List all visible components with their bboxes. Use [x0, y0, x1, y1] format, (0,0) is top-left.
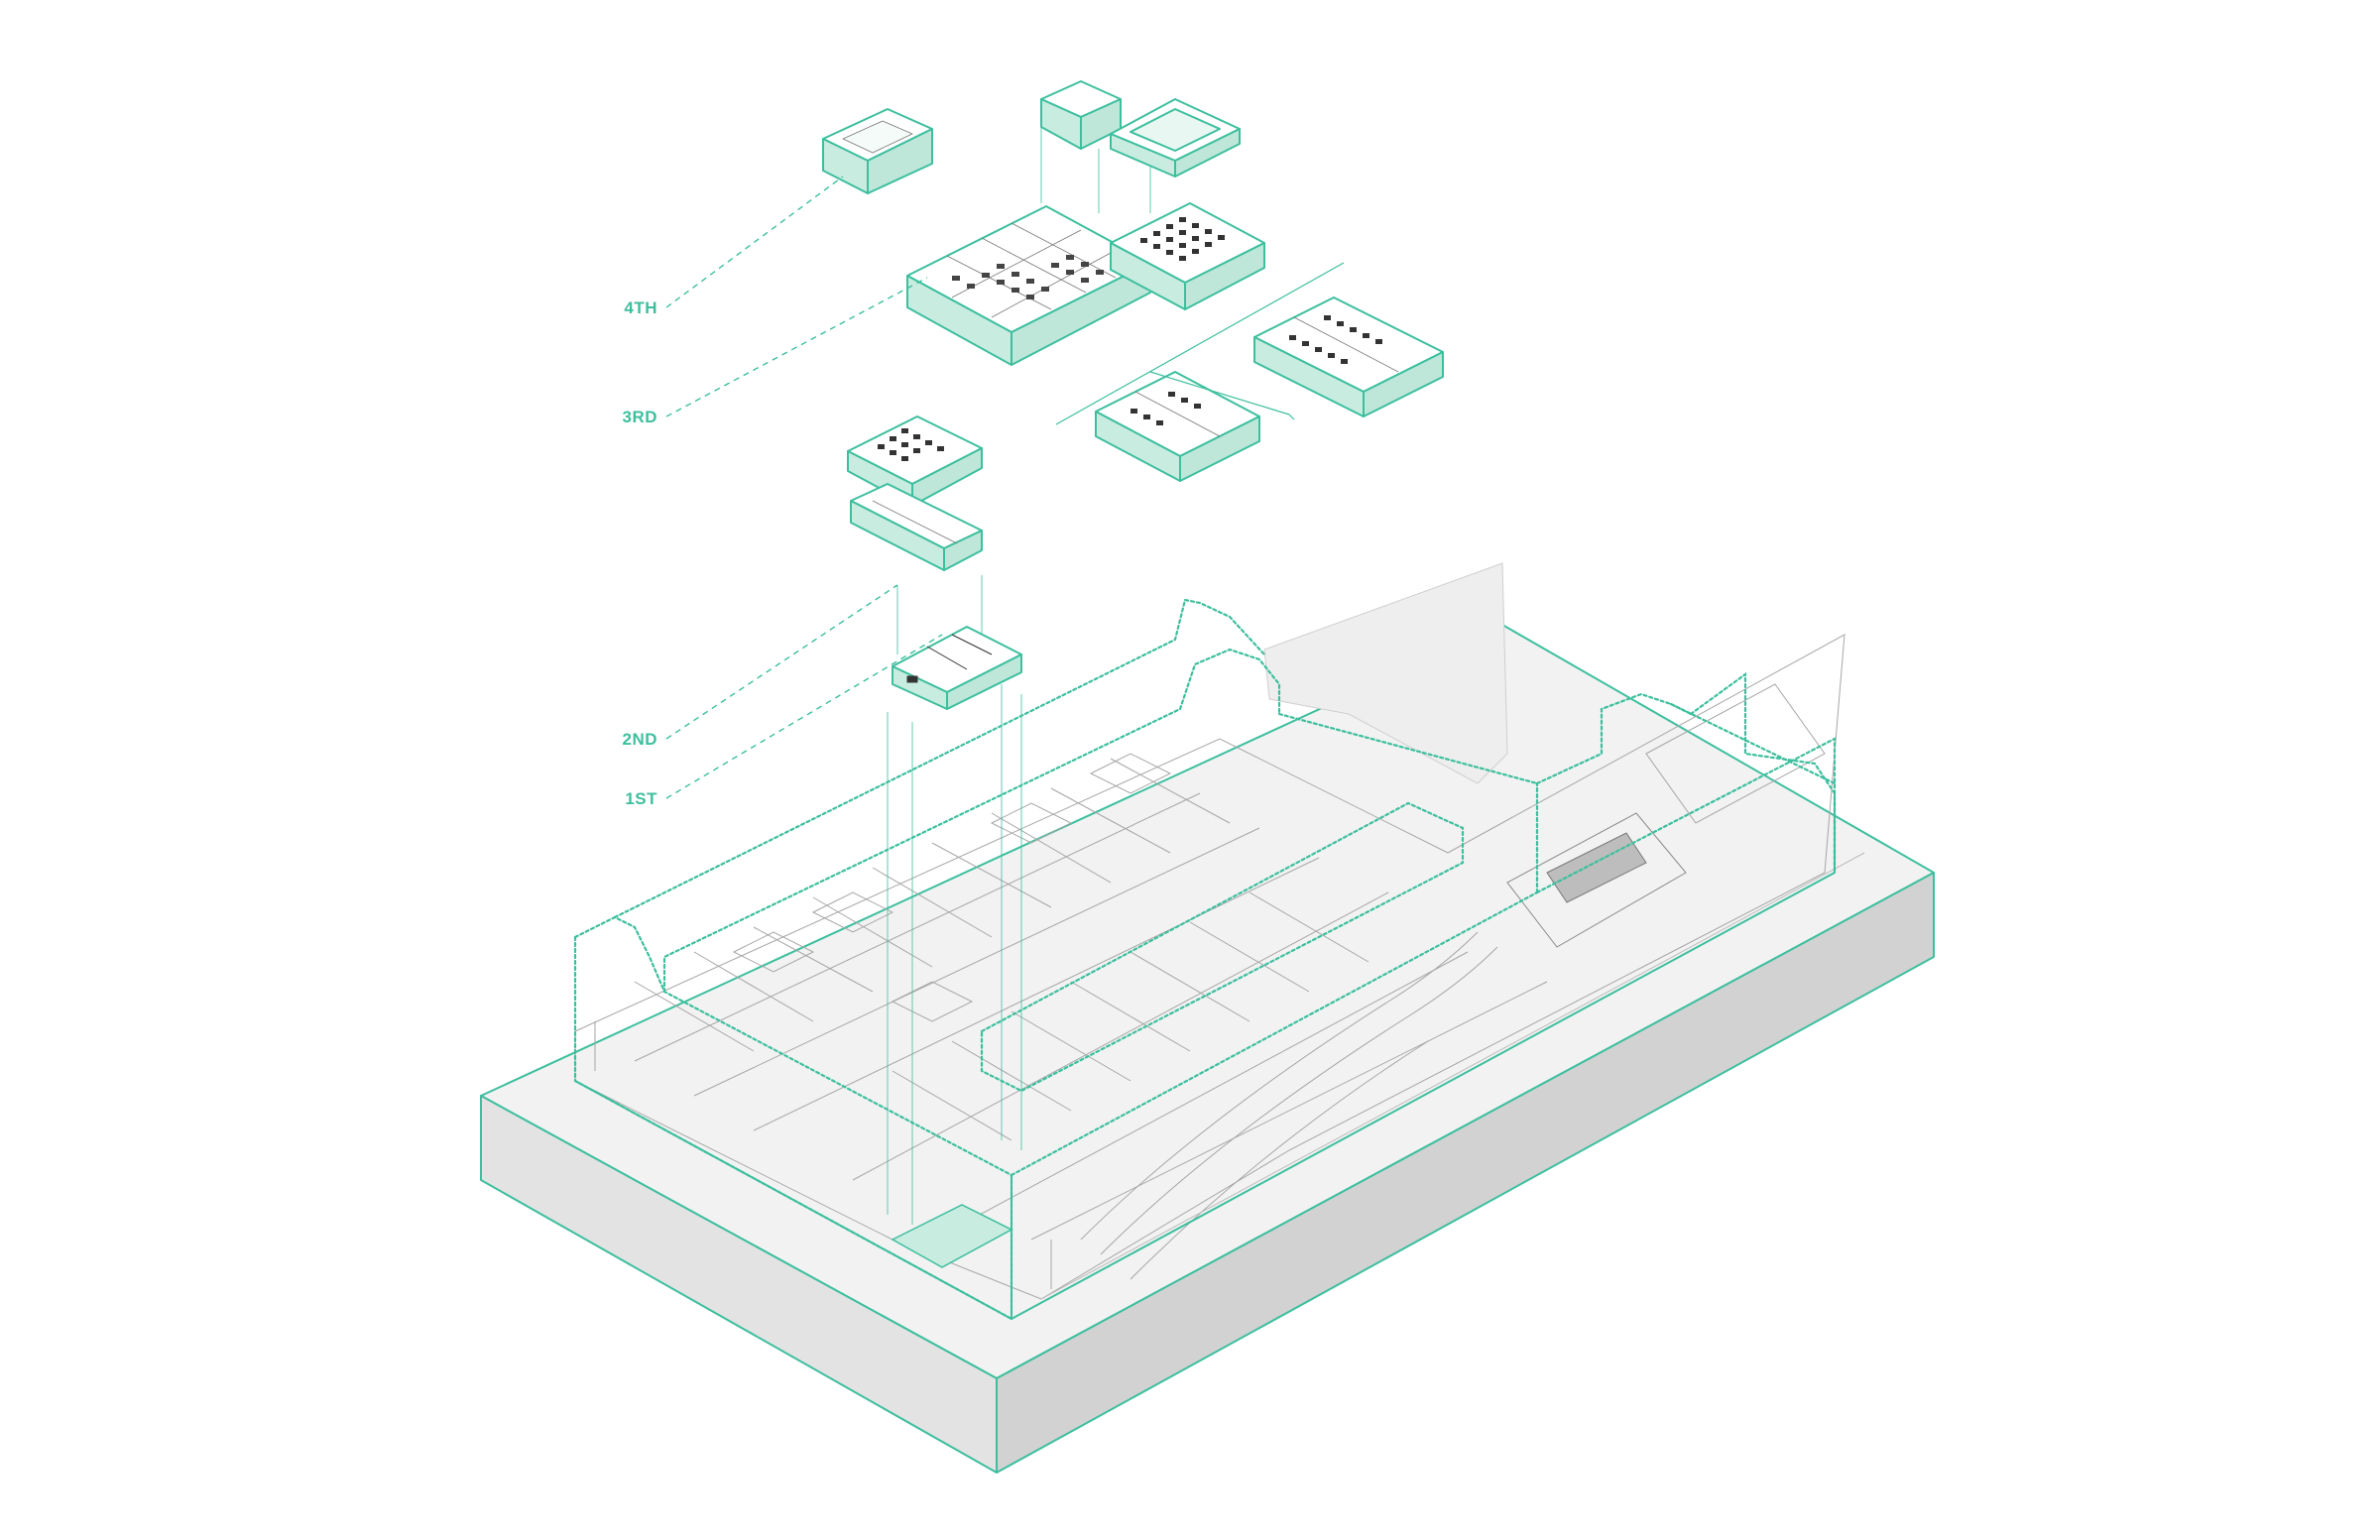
floor-label-3rd: 3RD	[622, 408, 657, 426]
exploded-floor-blocks	[822, 80, 1444, 710]
leader-line-3rd	[665, 277, 928, 417]
projection-lines	[887, 127, 1151, 1225]
third-floor-lecture-block	[1110, 202, 1265, 310]
ground-floor-outline	[574, 634, 1845, 1300]
roof-volume-1	[1040, 80, 1122, 150]
fourth-floor-room-block	[822, 108, 933, 194]
floor-label-4th: 4TH	[624, 298, 657, 317]
third-floor-classroom-block-b	[1095, 371, 1260, 482]
site-base-slab	[480, 624, 1935, 1474]
dimension-arrow	[1055, 262, 1345, 425]
leader-line-4th	[665, 176, 844, 308]
leader-line-2nd	[665, 584, 898, 740]
floor-label-1st: 1ST	[625, 789, 657, 808]
building-base-outline	[574, 793, 1836, 1321]
second-floor-lower-block	[850, 483, 983, 571]
floor-leader-lines	[665, 176, 943, 799]
roof-volume-2	[1110, 98, 1241, 178]
leader-line-1st	[665, 634, 943, 799]
floor-label-2nd: 2ND	[622, 730, 657, 749]
third-floor-main-block	[906, 205, 1151, 366]
third-floor-classroom-block-a	[1253, 296, 1444, 417]
first-floor-block	[892, 626, 1022, 710]
neighbor-roof	[1263, 562, 1508, 784]
ground-floor-plan	[574, 634, 1865, 1300]
base-slab-right-face	[996, 872, 1935, 1474]
floor-labels: 4TH 3RD 2ND 1ST	[622, 298, 657, 808]
